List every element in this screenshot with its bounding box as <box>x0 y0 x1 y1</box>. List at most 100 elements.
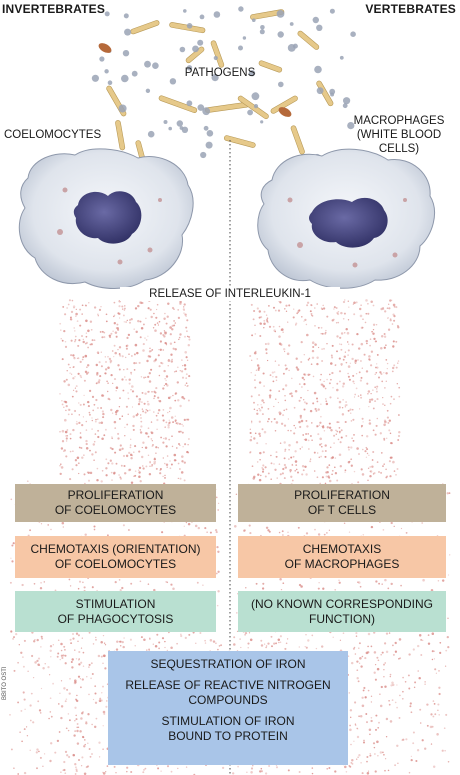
stipple-dot <box>163 317 166 321</box>
stipple-dot <box>419 708 422 711</box>
stipple-dot <box>75 315 77 317</box>
stipple-dot <box>368 400 372 404</box>
stipple-dot <box>56 739 60 743</box>
stipple-dot <box>63 760 66 764</box>
stipple-dot <box>181 376 185 379</box>
stipple-dot <box>421 739 424 742</box>
stipple-dot <box>328 529 331 531</box>
stipple-dot <box>139 429 142 431</box>
stipple-dot <box>149 461 151 464</box>
bacterium <box>316 80 334 107</box>
stipple-dot <box>23 728 26 731</box>
stipple-dot <box>410 755 413 758</box>
virus-particle <box>179 46 186 53</box>
stipple-dot <box>183 364 187 367</box>
stipple-dot <box>115 413 118 416</box>
stipple-dot <box>328 426 332 430</box>
stipple-dot <box>187 444 189 446</box>
stipple-dot <box>165 322 168 325</box>
stipple-dot <box>349 724 351 727</box>
stipple-dot <box>127 333 131 337</box>
stipple-dot <box>13 669 16 672</box>
stipple-dot <box>326 767 329 770</box>
stipple-dot <box>52 644 54 646</box>
stipple-dot <box>287 321 289 323</box>
stipple-dot <box>291 395 294 398</box>
stipple-dot <box>370 392 372 395</box>
stipple-dot <box>394 650 398 653</box>
stipple-dot <box>279 641 282 643</box>
virus-particle <box>259 29 265 35</box>
stipple-dot <box>297 526 300 529</box>
stipple-dot <box>398 386 401 389</box>
stipple-dot <box>259 322 262 325</box>
stipple-dot <box>188 338 191 341</box>
stipple-dot <box>97 429 100 432</box>
stipple-dot <box>283 441 286 444</box>
stipple-dot <box>70 373 73 375</box>
stipple-dot <box>72 637 75 640</box>
stipple-dot <box>150 431 153 434</box>
stipple-dot <box>66 429 69 431</box>
protozoan-particle <box>278 107 292 117</box>
stipple-dot <box>412 731 415 734</box>
stipple-dot <box>383 437 386 440</box>
stipple-dot <box>249 451 252 453</box>
stipple-dot <box>153 312 155 315</box>
stipple-dot <box>59 393 61 395</box>
stipple-dot <box>383 346 386 349</box>
stipple-dot <box>307 389 309 392</box>
stipple-dot <box>84 743 86 746</box>
stipple-dot <box>284 395 286 397</box>
stipple-dot <box>392 303 396 307</box>
stipple-dot <box>105 771 107 773</box>
stipple-dot <box>168 419 170 421</box>
stipple-dot <box>204 642 207 644</box>
stipple-dot <box>337 311 340 313</box>
stipple-dot <box>303 373 306 376</box>
stipple-dot <box>102 748 104 751</box>
stipple-dot <box>88 411 91 414</box>
stipple-dot <box>74 720 76 722</box>
stipple-dot <box>325 329 327 332</box>
stipple-dot <box>291 377 293 380</box>
stipple-dot <box>54 589 57 592</box>
stipple-dot <box>359 585 362 588</box>
virus-particle <box>260 120 264 124</box>
invertebrates-header: INVERTEBRATES <box>2 2 106 16</box>
stipple-dot <box>378 582 380 585</box>
stipple-dot <box>314 343 317 346</box>
stipple-dot <box>141 408 144 410</box>
stipple-dot <box>117 364 120 367</box>
stipple-dot <box>339 639 342 641</box>
stipple-dot <box>405 738 408 741</box>
stipple-dot <box>12 542 15 545</box>
stipple-dot <box>106 534 109 537</box>
stipple-dot <box>385 359 388 361</box>
stipple-dot <box>94 692 97 695</box>
stipple-dot <box>73 681 77 685</box>
stipple-dot <box>118 474 120 476</box>
stipple-dot <box>320 415 322 418</box>
stipple-dot <box>72 305 76 308</box>
stipple-dot <box>287 418 290 420</box>
stipple-dot <box>161 531 164 534</box>
stipple-dot <box>128 321 132 324</box>
stipple-dot <box>293 424 295 427</box>
stipple-dot <box>126 766 129 769</box>
stipple-dot <box>161 414 164 417</box>
stipple-dot <box>298 771 301 773</box>
stipple-dot <box>258 310 262 313</box>
stipple-dot <box>233 643 236 646</box>
stipple-dot <box>75 312 78 316</box>
stipple-dot <box>79 403 82 406</box>
stipple-dot <box>320 403 322 405</box>
bacterium <box>205 101 250 113</box>
stipple-dot <box>308 448 310 450</box>
stipple-dot <box>175 447 178 449</box>
stipple-dot <box>266 317 269 319</box>
stipple-dot <box>40 646 42 648</box>
stipple-dot <box>317 408 320 411</box>
stipple-dot <box>93 339 96 341</box>
stipple-dot <box>74 763 77 766</box>
